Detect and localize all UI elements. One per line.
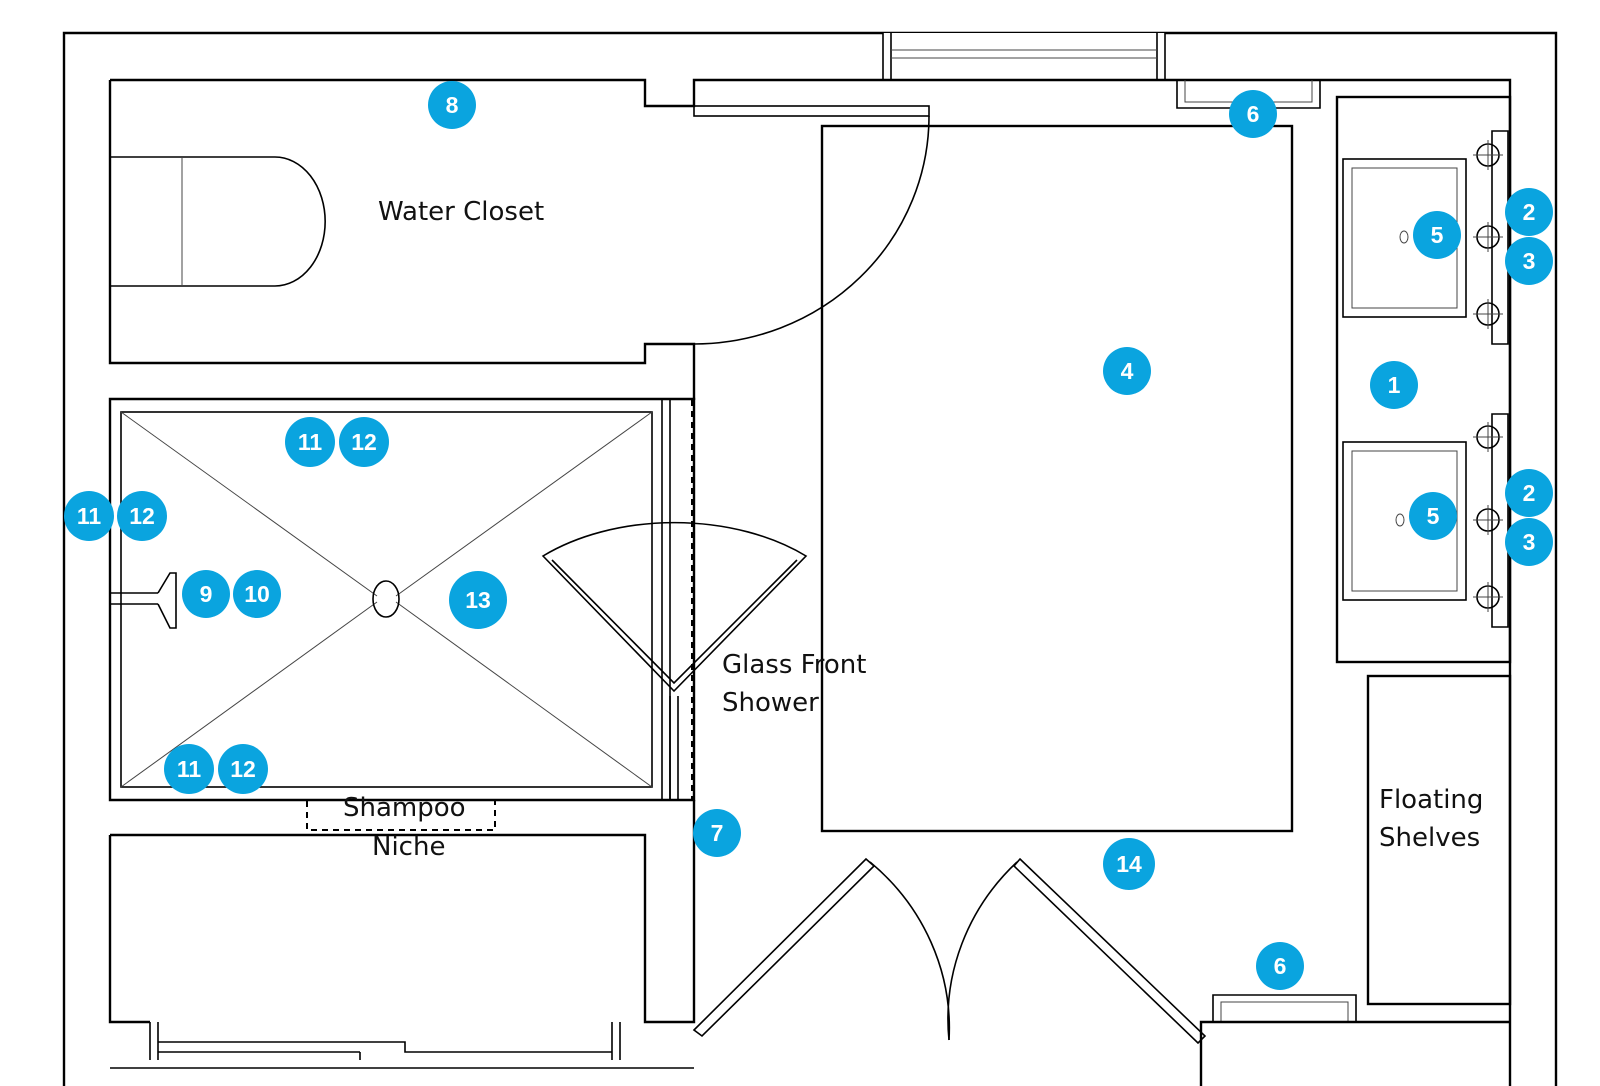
- bottom-cabinet: [1212, 994, 1357, 1022]
- floating-shelves: [1366, 674, 1512, 1006]
- label-shelves: Shelves: [1379, 823, 1480, 853]
- inner-wall-top: [110, 78, 1512, 1086]
- marker-14: 14: [1103, 838, 1155, 890]
- svg-text:12: 12: [351, 429, 377, 455]
- entry-double-doors: [692, 857, 1207, 1045]
- water-closet-door: [693, 105, 930, 345]
- marker-10: 10: [233, 570, 281, 618]
- label-niche: Niche: [372, 832, 445, 862]
- marker-3: 3: [1505, 237, 1553, 285]
- marker-6: 6: [1229, 90, 1277, 138]
- exterior-wall: [62, 31, 1558, 1086]
- water-closet-wall: [108, 80, 696, 400]
- marker-9: 9: [182, 570, 230, 618]
- marker-7: 7: [693, 809, 741, 857]
- svg-text:3: 3: [1523, 248, 1536, 274]
- label-water-closet: Water Closet: [378, 197, 544, 227]
- svg-text:4: 4: [1121, 358, 1134, 384]
- center-island: [820, 124, 1294, 833]
- svg-text:13: 13: [465, 587, 491, 613]
- marker-13: 13: [449, 571, 507, 629]
- inner-wall-bottom-right: [1199, 1020, 1510, 1086]
- svg-text:1: 1: [1388, 372, 1401, 398]
- bottom-window: [110, 1022, 694, 1069]
- marker-11: 11: [164, 744, 214, 794]
- marker-12: 12: [218, 744, 268, 794]
- label-shampoo: Shampoo: [343, 793, 466, 823]
- svg-text:5: 5: [1427, 503, 1440, 529]
- svg-text:9: 9: [200, 581, 213, 607]
- label-shower: Shower: [722, 688, 819, 718]
- marker-11: 11: [64, 491, 114, 541]
- marker-12: 12: [117, 491, 167, 541]
- svg-text:12: 12: [129, 503, 155, 529]
- marker-2: 2: [1505, 469, 1553, 517]
- vanity: [1335, 95, 1512, 664]
- label-glass-front: Glass Front: [722, 650, 866, 680]
- shampoo-niche: [306, 799, 496, 831]
- storage-wall: [108, 800, 696, 1024]
- marker-5: 5: [1413, 211, 1461, 259]
- marker-2: 2: [1505, 188, 1553, 236]
- marker-4: 4: [1103, 347, 1151, 395]
- svg-text:8: 8: [446, 92, 459, 118]
- marker-11: 11: [285, 417, 335, 467]
- shower-glass-door: [541, 400, 808, 800]
- svg-text:11: 11: [177, 756, 202, 782]
- svg-text:5: 5: [1431, 222, 1444, 248]
- svg-text:2: 2: [1523, 199, 1536, 225]
- svg-text:7: 7: [711, 820, 724, 846]
- top-window: [882, 33, 1166, 79]
- label-floating: Floating: [1379, 785, 1483, 815]
- svg-text:3: 3: [1523, 529, 1536, 555]
- marker-5: 5: [1409, 492, 1457, 540]
- shower-head-icon: [110, 572, 177, 629]
- marker-3: 3: [1505, 518, 1553, 566]
- svg-text:10: 10: [244, 581, 270, 607]
- marker-1: 1: [1370, 361, 1418, 409]
- svg-text:6: 6: [1274, 953, 1287, 979]
- marker-12: 12: [339, 417, 389, 467]
- shower-enclosure: [108, 397, 696, 802]
- svg-text:14: 14: [1116, 851, 1142, 877]
- marker-6: 6: [1256, 942, 1304, 990]
- toilet-icon: [110, 156, 326, 287]
- svg-text:12: 12: [230, 756, 256, 782]
- svg-text:2: 2: [1523, 480, 1536, 506]
- svg-text:11: 11: [298, 429, 323, 455]
- svg-text:6: 6: [1247, 101, 1260, 127]
- marker-8: 8: [428, 81, 476, 129]
- svg-text:11: 11: [77, 503, 102, 529]
